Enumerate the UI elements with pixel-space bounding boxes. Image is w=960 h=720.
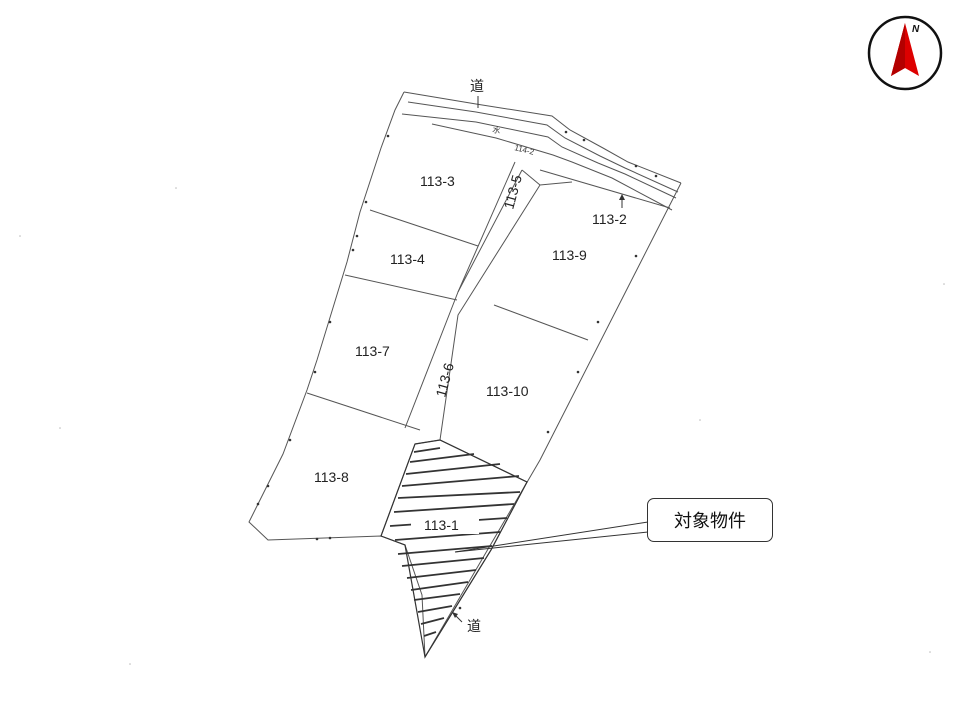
outer-boundary (248, 91, 682, 659)
water-label: 水 (492, 124, 502, 135)
boundary-dots (256, 130, 658, 610)
road-label-top: 道 (470, 79, 484, 95)
parcel-label-113-1: 113-1 (424, 517, 459, 533)
parcel-label-113-7: 113-7 (355, 343, 390, 359)
speckles (19, 187, 945, 665)
parcel-label-113-9: 113-9 (552, 247, 587, 263)
strip-label-114-2: 114-2 (514, 143, 536, 157)
compass-label: N (912, 24, 920, 35)
target-parcel-113-1[interactable] (380, 439, 528, 659)
hatching (389, 447, 521, 637)
north-arrow-icon: N (867, 15, 943, 91)
target-property-callout: 対象物件 (647, 498, 773, 542)
parcel-label-113-2: 113-2 (592, 211, 627, 227)
parcel-label-113-3: 113-3 (420, 173, 455, 189)
parcel-label-113-5: 113-5 (500, 173, 525, 211)
parcel-label-113-4: 113-4 (390, 251, 425, 267)
parcel-label-113-8: 113-8 (314, 469, 349, 485)
parcel-lines (306, 161, 589, 658)
road-band-top (407, 101, 679, 193)
label-mask (411, 514, 479, 534)
callout-leader (454, 521, 649, 553)
parcel-label-113-6: 113-6 (432, 361, 457, 399)
road-label-bottom: 道 (467, 619, 481, 635)
waterway (401, 113, 677, 211)
annotation-arrows (452, 96, 625, 623)
parcel-label-113-10: 113-10 (486, 383, 529, 399)
